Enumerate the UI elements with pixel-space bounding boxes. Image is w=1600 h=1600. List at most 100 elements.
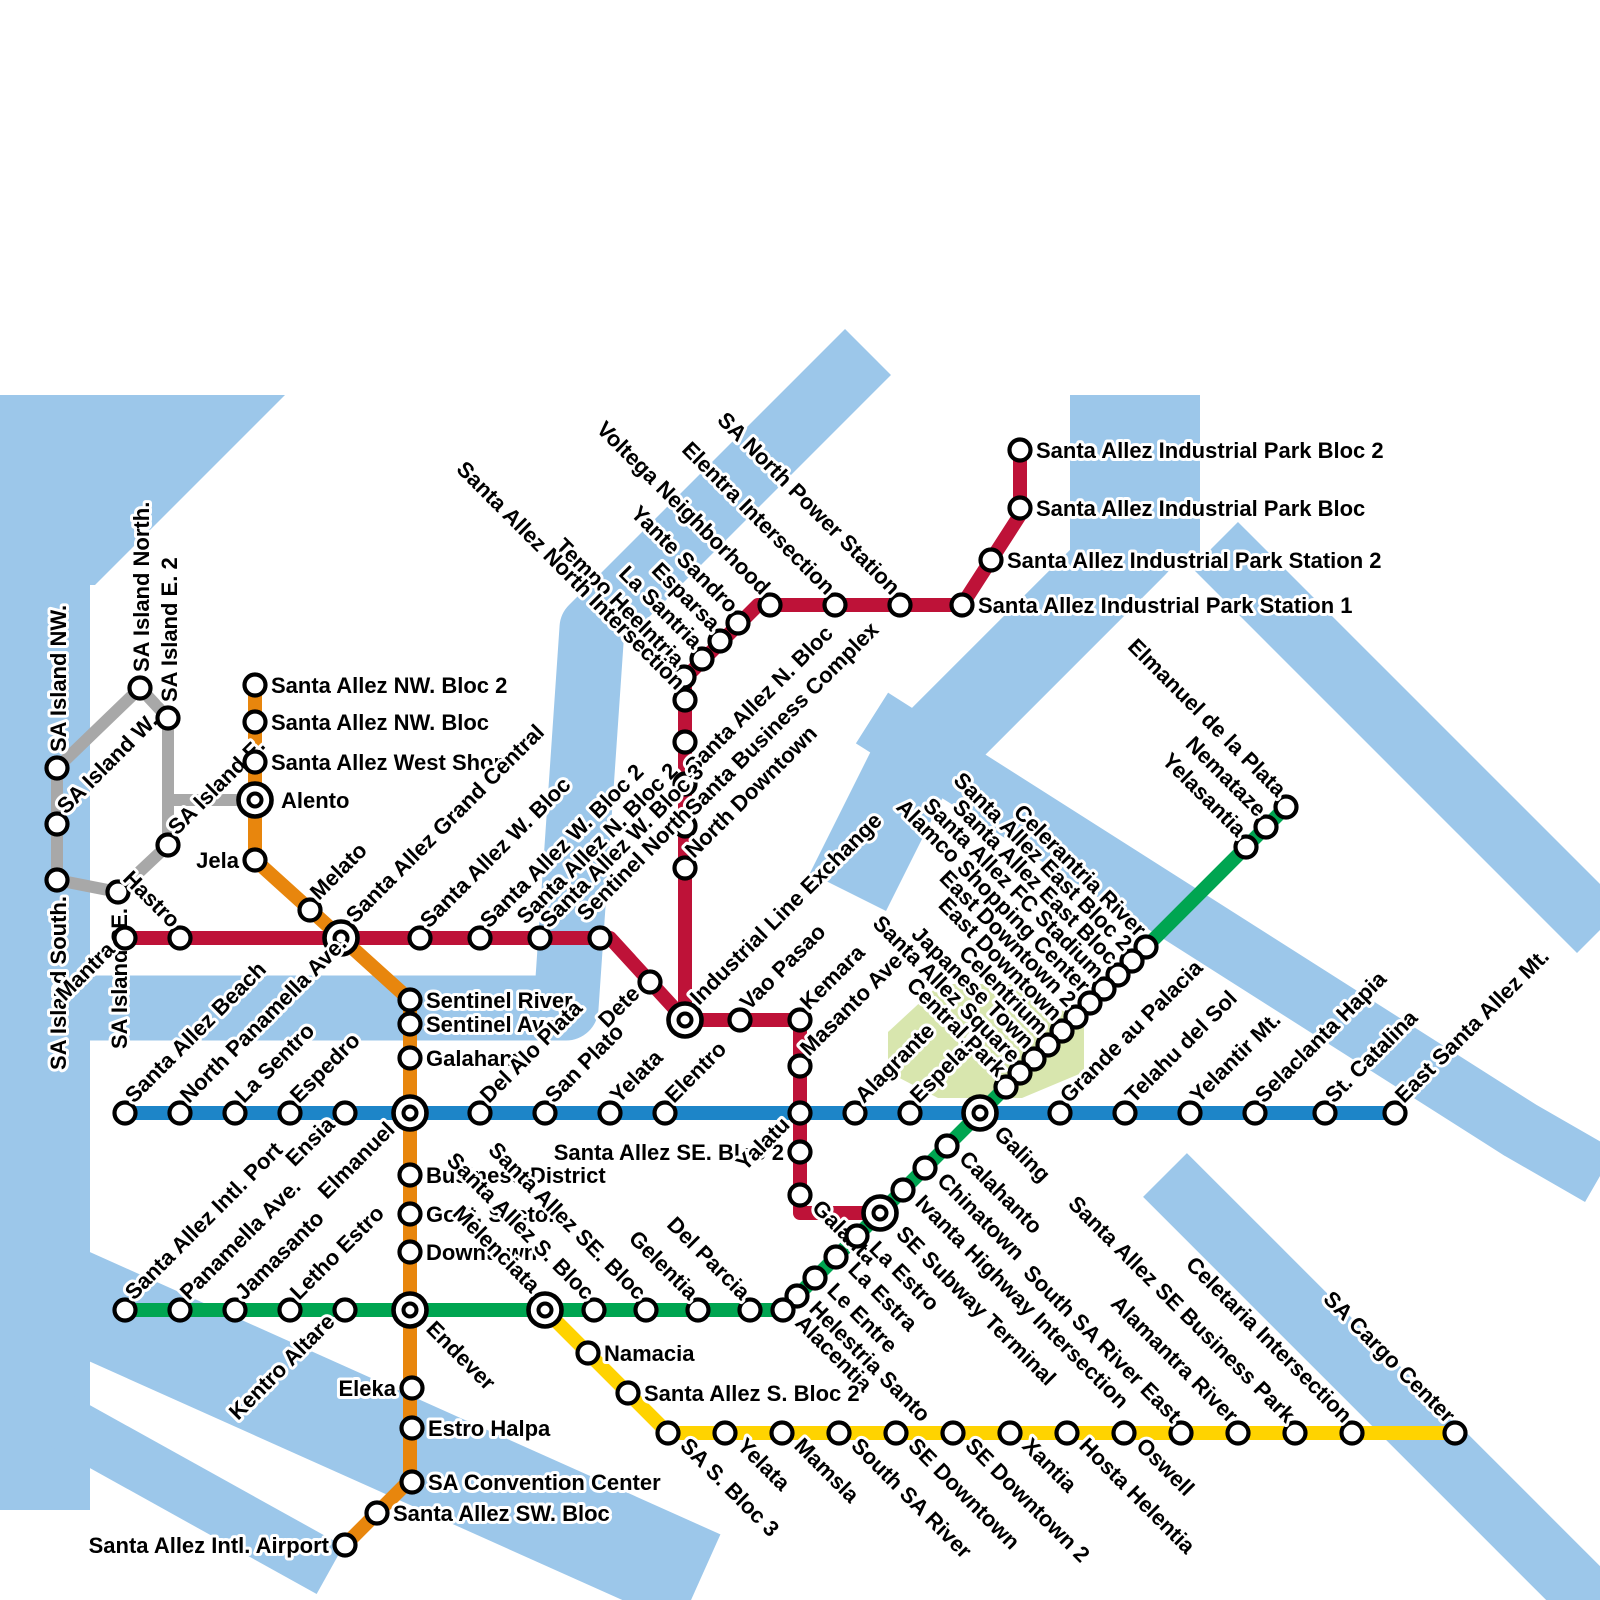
station-marker xyxy=(575,1340,601,1366)
station-santa-allez-se-bloc-2[interactable]: Santa Allez SE. Bloc 2 xyxy=(551,1137,813,1168)
station-marker xyxy=(725,610,751,636)
station-marker xyxy=(242,709,268,735)
station-alento[interactable]: Alento xyxy=(236,781,352,819)
station-govt-sector[interactable]: Govt. Sector xyxy=(397,1199,560,1230)
station-marker xyxy=(1054,1420,1080,1446)
label-elentro: Elentro xyxy=(660,1036,731,1107)
station-marker xyxy=(1047,1100,1073,1126)
station-sentinel-ave[interactable]: Sentinel Ave. xyxy=(397,1009,566,1040)
river xyxy=(46,1395,344,1595)
station-marker xyxy=(112,1297,138,1323)
label-sa-island-e-2: SA Island E. 2 xyxy=(157,557,182,702)
river xyxy=(9,1234,721,1600)
station-marker xyxy=(397,1011,423,1037)
station-marker xyxy=(155,832,181,858)
label-alento: Alento xyxy=(281,788,349,813)
station-sa-island-se[interactable]: SA Island SE. xyxy=(104,879,135,1052)
station-marker xyxy=(397,1045,423,1071)
station-sa-convention-center[interactable]: SA Convention Center xyxy=(399,1467,664,1498)
river xyxy=(855,692,1600,1203)
station-marker xyxy=(1233,834,1259,860)
station-letho-estro[interactable]: Letho Estro xyxy=(277,1197,392,1323)
station-marker xyxy=(652,1100,678,1126)
station-business-district[interactable]: Business District xyxy=(397,1160,609,1191)
interchange-marker-inner xyxy=(401,1301,419,1319)
station-downtown[interactable]: Downtown xyxy=(397,1237,540,1268)
station-marker xyxy=(1382,1100,1408,1126)
water xyxy=(0,329,1600,1600)
station-marker xyxy=(587,925,613,951)
interchange-marker-inner xyxy=(332,929,350,947)
station-marker xyxy=(397,1201,423,1227)
label-santa-allez-industrial-park-station-2: Santa Allez Industrial Park Station 2 xyxy=(1007,548,1382,573)
station-marker xyxy=(527,925,553,951)
station-marker xyxy=(712,1420,738,1446)
station-marker xyxy=(44,867,70,893)
station-marker xyxy=(1312,1100,1338,1126)
station-marker xyxy=(842,1100,868,1126)
station-marker xyxy=(242,749,268,775)
station-sentinel-river[interactable]: Sentinel River xyxy=(397,985,576,1016)
label-sentinel-river: Sentinel River xyxy=(426,988,573,1013)
label-sentinel-ave: Sentinel Ave. xyxy=(426,1012,563,1037)
station-marker xyxy=(887,592,913,618)
station-marker xyxy=(399,1415,425,1441)
station-namacia[interactable]: Namacia xyxy=(575,1338,698,1369)
station-sa-island-e-2[interactable]: SA Island E. 2 xyxy=(154,554,185,731)
station-sa-island-nw[interactable]: SA Island NW. xyxy=(43,602,74,781)
station-marker xyxy=(222,1297,248,1323)
label-business-district: Business District xyxy=(426,1163,606,1188)
station-marker xyxy=(397,1162,423,1188)
station-marker xyxy=(633,1297,659,1323)
station-dete[interactable]: Dete xyxy=(590,969,663,1035)
station-marker xyxy=(397,1239,423,1265)
station-marker xyxy=(1442,1420,1468,1446)
river xyxy=(90,329,891,1041)
station-eleka[interactable]: Eleka xyxy=(336,1373,425,1404)
station-marker xyxy=(897,1100,923,1126)
station-santa-allez-industrial-park-bloc-2[interactable]: Santa Allez Industrial Park Bloc 2 xyxy=(1007,435,1387,466)
station-marker xyxy=(655,1420,681,1446)
station-marker xyxy=(597,1100,623,1126)
river xyxy=(1192,522,1600,953)
station-marker xyxy=(297,897,323,923)
station-santa-allez-industrial-park-bloc[interactable]: Santa Allez Industrial Park Bloc xyxy=(1007,493,1368,524)
station-marker xyxy=(1111,1420,1137,1446)
label-sa-convention-center: SA Convention Center xyxy=(428,1470,661,1495)
interchange-marker-inner xyxy=(676,1011,694,1029)
sea-area xyxy=(0,395,285,585)
station-santa-allez-west-shore[interactable]: Santa Allez West Shore xyxy=(242,747,517,778)
station-jela[interactable]: Jela xyxy=(193,845,268,876)
label-santa-allez-nw-bloc-2: Santa Allez NW. Bloc 2 xyxy=(271,673,507,698)
station-sa-island-north[interactable]: SA Island North. xyxy=(126,499,157,701)
interchange-marker-inner xyxy=(401,1104,419,1122)
station-santa-allez-industrial-park-station-2[interactable]: Santa Allez Industrial Park Station 2 xyxy=(978,545,1385,576)
label-santa-allez-s-bloc-2: Santa Allez S. Bloc 2 xyxy=(644,1381,860,1406)
station-marker xyxy=(242,672,268,698)
station-galahante[interactable]: Galahante xyxy=(397,1043,535,1074)
station-santa-allez-intl-airport[interactable]: Santa Allez Intl. Airport xyxy=(86,1530,358,1561)
station-santa-allez-nw-bloc[interactable]: Santa Allez NW. Bloc xyxy=(242,707,492,738)
label-govt-sector: Govt. Sector xyxy=(426,1202,557,1227)
station-santa-allez-industrial-park-station-1[interactable]: Santa Allez Industrial Park Station 1 xyxy=(949,590,1356,621)
station-marker xyxy=(581,1297,607,1323)
station-marker xyxy=(822,592,848,618)
station-marker xyxy=(105,879,131,905)
station-marker xyxy=(112,925,138,951)
station-marker xyxy=(467,1100,493,1126)
station-marker xyxy=(672,729,698,755)
station-marker xyxy=(844,1223,870,1249)
label-elmanuel-de-la-plata: Elmanuel de la Plata xyxy=(1123,633,1292,802)
station-marker xyxy=(672,771,698,797)
station-santa-allez-nw-bloc-2[interactable]: Santa Allez NW. Bloc 2 xyxy=(242,670,510,701)
station-estro-halpa[interactable]: Estro Halpa xyxy=(399,1413,554,1444)
station-santa-allez-sw-bloc[interactable]: Santa Allez SW. Bloc xyxy=(364,1498,613,1529)
station-marker xyxy=(1225,1420,1251,1446)
label-santa-allez-industrial-park-station-1: Santa Allez Industrial Park Station 1 xyxy=(978,593,1353,618)
station-marker xyxy=(167,925,193,951)
interchange-marker-inner xyxy=(871,1204,889,1222)
station-sa-island-south[interactable]: SA Island South. xyxy=(43,867,74,1073)
station-marker xyxy=(399,1375,425,1401)
station-santa-allez-s-bloc-2[interactable]: Santa Allez S. Bloc 2 xyxy=(615,1378,863,1409)
station-marker xyxy=(1253,814,1279,840)
